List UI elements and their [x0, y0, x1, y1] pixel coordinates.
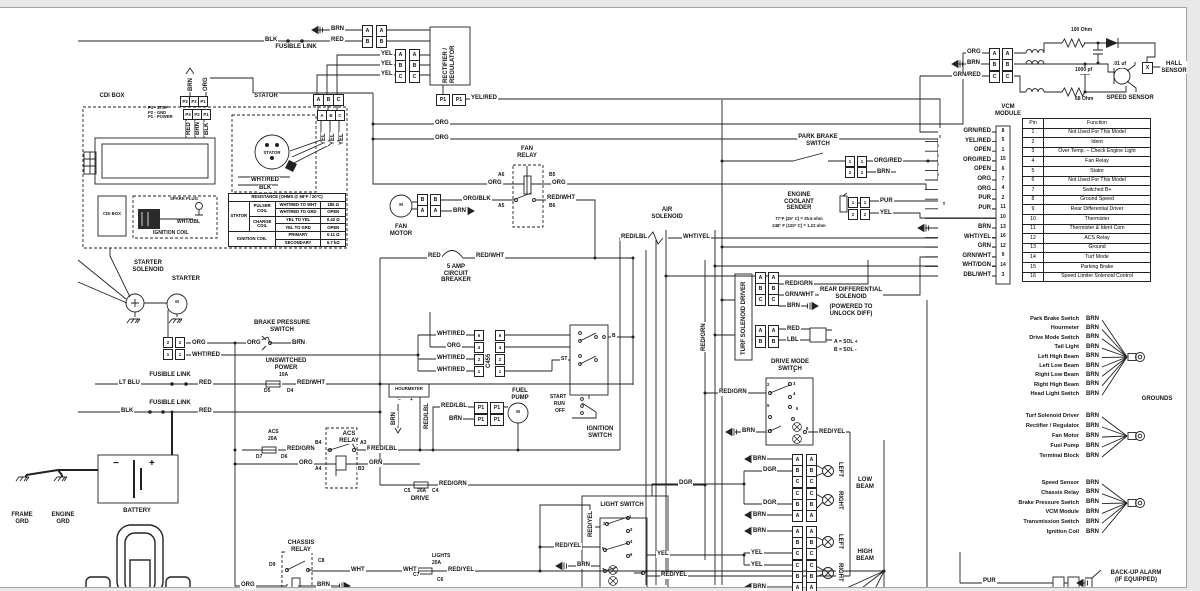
vcm-table-cell: 14 — [1022, 252, 1044, 263]
vcm-table-cell: 7 — [1022, 185, 1044, 196]
wire — [1101, 435, 1128, 438]
wire — [1101, 356, 1128, 396]
stator-cell: STATOR — [228, 200, 250, 232]
vcm-table-cell: Ground — [1043, 242, 1151, 254]
vcm-table-cell: 9 — [1022, 204, 1044, 215]
vcm-table-cell: Stator — [1043, 165, 1151, 177]
pulser-coil-cell: PULSER COIL — [248, 200, 276, 217]
vcm-table-cell: 15 — [1022, 261, 1044, 273]
vcm-table-cell: 6 — [1022, 175, 1044, 187]
vcm-table-cell: Ground Speed — [1043, 194, 1151, 206]
vcm-table-cell: Not Used For This Model — [1043, 127, 1151, 139]
vcm-table-cell: Not Used For This Model — [1043, 175, 1151, 187]
vcm-table-cell: Ident — [1043, 137, 1151, 148]
vcm-table-cell: 16 — [1022, 271, 1044, 283]
vcm-table-cell: Over Temp. – Check Engine Light — [1043, 146, 1151, 158]
wire — [1101, 356, 1128, 359]
vcm-table-cell: Parking Brake — [1043, 261, 1151, 273]
wire — [1101, 338, 1128, 358]
test-cell: SECONDARY — [274, 238, 322, 248]
vcm-table-cell: 12 — [1022, 233, 1044, 244]
wire — [1101, 319, 1128, 358]
wire — [1101, 502, 1128, 534]
value-cell: 0.11 Ω — [320, 230, 346, 240]
vcm-table-cell: 4 — [1022, 156, 1044, 167]
stator-resistance-table: RESISTANCE (OHMS @ 68°F / 20°C) STATOR P… — [228, 193, 346, 248]
value-cell: OPEN — [320, 223, 346, 232]
charge-coil-cell: CHARGE COIL — [248, 215, 276, 232]
wire — [1101, 483, 1128, 504]
test-cell: PRIMARY — [274, 230, 322, 240]
value-cell: 185 Ω — [320, 200, 346, 210]
vcm-table-cell: 5 — [1022, 165, 1044, 177]
wire — [1101, 416, 1128, 437]
vcm-table-cell: 11 — [1022, 223, 1044, 235]
vcm-table-cell: Thermister & Ident Com — [1043, 223, 1151, 235]
value-cell: OPEN — [320, 208, 346, 217]
wire — [1101, 356, 1128, 368]
resistance-table-title: RESISTANCE (OHMS @ 68°F / 20°C) — [228, 193, 346, 202]
test-cell: WHT/RED TO WHT — [274, 200, 322, 210]
wire — [1101, 356, 1128, 377]
vcm-table-cell: 3 — [1022, 146, 1044, 158]
wire — [1101, 502, 1128, 524]
wire — [1101, 502, 1128, 514]
wire — [1101, 435, 1128, 448]
vcm-table-cell: Speed Limiter Solenoid Control — [1043, 271, 1151, 283]
vcm-table-cell: 13 — [1022, 242, 1044, 254]
vcm-table-cell: Rear Differential Driver — [1043, 204, 1151, 215]
vcm-table-cell: ACS Relay — [1043, 233, 1151, 244]
vcm-table-header-function: Function — [1043, 118, 1151, 129]
ignition-coil-cell: IGNITION COIL — [228, 230, 276, 248]
value-cell: 6.7 kΩ — [320, 238, 346, 248]
wire — [1101, 329, 1128, 358]
wire — [1101, 502, 1128, 505]
vcm-table-cell: Fan Relay — [1043, 156, 1151, 167]
wire — [1101, 356, 1128, 387]
test-cell: YEL TO YEL — [274, 215, 322, 225]
vcm-table-cell: Switched B+ — [1043, 185, 1151, 196]
wire — [1101, 426, 1128, 437]
vcm-table-cell: 8 — [1022, 194, 1044, 206]
test-cell: WHT/RED TO GRD — [274, 208, 322, 217]
vcm-table-cell: Thermister — [1043, 213, 1151, 225]
vcm-table-cell: 10 — [1022, 213, 1044, 225]
test-cell: YEL TO GRD — [274, 223, 322, 232]
value-cell: 0.42 Ω — [320, 215, 346, 225]
wire — [1101, 347, 1128, 358]
wire — [1101, 435, 1128, 458]
vcm-table-cell: 1 — [1022, 127, 1044, 139]
vcm-table-cell: 2 — [1022, 137, 1044, 148]
wire — [1101, 493, 1128, 504]
vcm-table-cell: Turf Mode — [1043, 252, 1151, 263]
vcm-table-header-pin: Pin — [1022, 118, 1044, 129]
